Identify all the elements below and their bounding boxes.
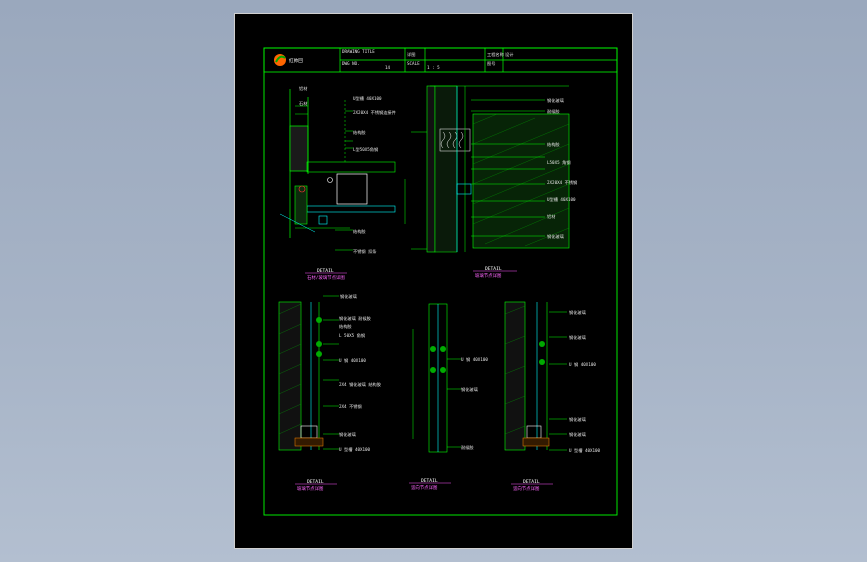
tb-cell: 1 : 5	[427, 65, 440, 70]
label: U型槽 40X100	[547, 196, 576, 203]
logo-mark	[274, 54, 286, 66]
detail-title: DETAIL	[485, 266, 502, 272]
detail-2-labels: 钢化玻璃 耐候胶 结构胶 L50X5 角钢 2X20X4 不锈钢 U型槽 40X…	[547, 97, 577, 240]
label: 钢化玻璃	[569, 416, 586, 423]
label: 结构胶	[353, 228, 366, 235]
label: 结构胶	[547, 141, 560, 148]
label: 2X20X4 不锈钢连接件	[353, 109, 396, 116]
label: 耐候胶	[547, 108, 560, 115]
label: 耐候胶	[461, 444, 474, 451]
label: 铝材	[299, 85, 307, 92]
detail-4-labels: U 钢 40X100 钢化玻璃 耐候胶	[461, 356, 488, 451]
detail-1-caption: DETAIL 石材/玻璃节点详图	[305, 268, 347, 281]
label: L 50X5 角钢	[339, 332, 365, 339]
label: 2X4 钢化玻璃 结构胶	[339, 381, 381, 388]
detail-1-labels: 铝材 石材 U型槽 40X100 2X20X4 不锈钢连接件 结构胶 L型50X…	[299, 85, 396, 255]
label: 不锈钢 扣条	[353, 248, 377, 255]
label: U 型槽 40X100	[339, 446, 371, 453]
label: 钢化玻璃	[547, 97, 564, 104]
tb-cell: 设计	[505, 51, 513, 58]
label: U 型槽 40X100	[569, 447, 601, 454]
detail-3-labels: 钢化玻璃 钢化玻璃 耐候胶 结构胶 L 50X5 角钢 U 钢 40X100 2…	[339, 293, 381, 453]
detail-subtitle: 竖向节点详图	[513, 485, 540, 492]
logo-text: 红帅回	[289, 57, 303, 64]
label: U 钢 40X100	[569, 361, 596, 368]
label: 结构胶	[353, 129, 366, 136]
label: 2X20X4 不锈钢	[547, 179, 577, 186]
detail-subtitle: 石材/玻璃节点详图	[307, 274, 345, 281]
label: 钢化玻璃	[340, 293, 357, 300]
detail-2-drawing	[411, 85, 570, 253]
detail-subtitle: 玻璃节点详图	[297, 485, 324, 492]
label: L型50X5角钢	[353, 146, 378, 153]
label: 钢化玻璃	[569, 334, 586, 341]
label: 铝材	[547, 213, 555, 220]
detail-5-caption: DETAIL 竖向节点详图	[511, 479, 553, 492]
detail-2-caption: DETAIL 玻璃节点详图	[473, 266, 517, 279]
label: 结构胶	[339, 323, 352, 330]
tb-cell: DRAWING TITLE	[342, 49, 375, 54]
detail-1-drawing	[279, 89, 406, 251]
tb-cell: 14	[385, 65, 391, 70]
label: U 钢 40X100	[339, 357, 366, 364]
detail-5-drawing	[504, 301, 567, 451]
detail-3-drawing	[278, 295, 339, 451]
label: 钢化玻璃	[569, 309, 586, 316]
tb-cell: 详图	[407, 51, 415, 58]
label: L50X5 角钢	[547, 159, 571, 166]
tb-cell: DWG NO.	[342, 61, 360, 66]
detail-5-labels: 钢化玻璃 钢化玻璃 U 钢 40X100 钢化玻璃 钢化玻璃 U 型槽 40X1…	[569, 309, 601, 454]
title-block: 红帅回 DRAWING TITLE 详图 工程名称 设计 DWG NO. 14 …	[263, 47, 618, 73]
label: 石材	[299, 100, 307, 107]
label: U 钢 40X100	[461, 356, 488, 363]
label: 2X4 不锈钢	[339, 403, 362, 410]
cad-drawing: 红帅回 DRAWING TITLE 详图 工程名称 设计 DWG NO. 14 …	[263, 47, 618, 516]
detail-title: DETAIL	[307, 479, 324, 485]
tb-cell: 图号	[487, 61, 495, 67]
detail-subtitle: 竖向节点详图	[411, 484, 438, 491]
detail-title: DETAIL	[421, 478, 438, 484]
label: U型槽 40X100	[353, 95, 382, 102]
label: 钢化玻璃	[569, 431, 586, 438]
detail-4-caption: DETAIL 竖向节点详图	[409, 478, 451, 491]
detail-title: DETAIL	[317, 268, 334, 274]
detail-4-drawing	[412, 303, 461, 453]
label: 钢化玻璃	[339, 431, 356, 438]
detail-title: DETAIL	[523, 479, 540, 485]
detail-subtitle: 玻璃节点详图	[475, 272, 502, 279]
label: 钢化玻璃	[547, 233, 564, 240]
drawing-sheet: 红帅回 DRAWING TITLE 详图 工程名称 设计 DWG NO. 14 …	[234, 13, 633, 549]
tb-cell: SCALE	[407, 61, 420, 66]
tb-cell: 工程名称	[487, 51, 504, 58]
label: 钢化玻璃 耐候胶	[339, 315, 371, 322]
detail-3-caption: DETAIL 玻璃节点详图	[295, 479, 337, 492]
label: 钢化玻璃	[461, 386, 478, 393]
